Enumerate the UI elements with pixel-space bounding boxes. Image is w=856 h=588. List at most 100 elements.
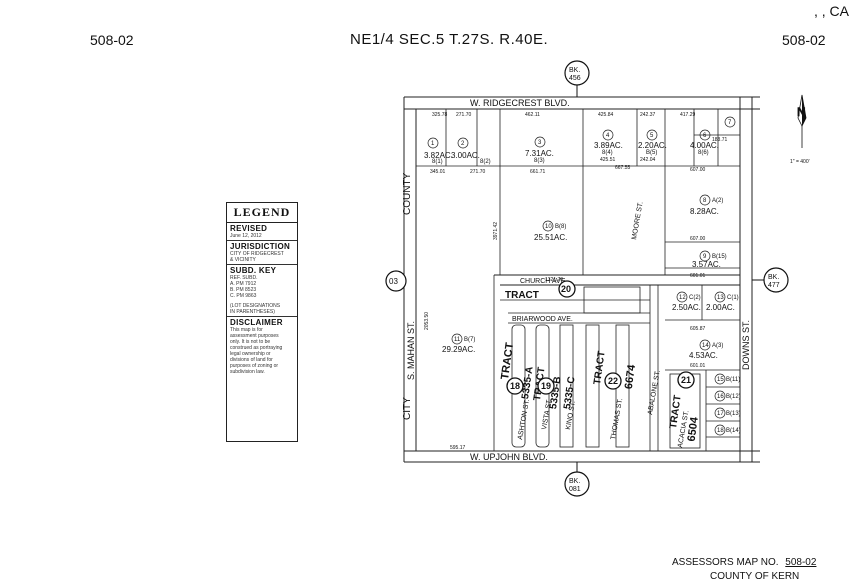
north-arrow-icon: N 1" = 400' (790, 94, 810, 165)
street-ridgecrest: W. RIDGECREST BLVD. (470, 98, 570, 108)
parcel-18: 18 B(14) (714, 424, 741, 436)
tract-label: TRACT (592, 350, 608, 385)
legend-jurisdiction-line: CITY OF RIDGECREST (230, 251, 284, 257)
dimension-label: 425.84 (598, 112, 614, 118)
legend-lot-line: IN PARENTHESES) (230, 309, 275, 315)
street-downs: DOWNS ST. (741, 320, 751, 370)
dimension-label: 595.17 (450, 445, 466, 451)
parcel-code: 8(4) (602, 150, 613, 156)
street-county: COUNTY (402, 172, 413, 215)
tract-label: TRACT (668, 394, 684, 429)
legend-subd-key: SUBD. KEY REF. SUBD. A. PM 7912 B. PM 85… (227, 265, 297, 317)
north-letter: N (797, 105, 806, 119)
parcel-code: 8(2) (480, 159, 491, 165)
parcel-8: 8 A(2) 8.28AC. (690, 194, 723, 216)
parcel-number: 3 (538, 140, 542, 146)
legend-subd-line: REF. SUBD. (230, 275, 258, 281)
book-ref-right: BK. 477 (752, 267, 789, 293)
dimension-label: 325.78 (432, 112, 448, 118)
parcel-number: 18 (717, 428, 724, 434)
street-church: CHURCH AVE. (520, 278, 567, 285)
book-ref-top: BK. 456 (564, 60, 590, 97)
parcel-area: 3.82AC. (424, 151, 453, 160)
parcel-code: C(1) (727, 295, 739, 301)
tract-circle-number: 22 (608, 376, 618, 386)
map-scale: 1" = 400' (790, 159, 810, 165)
map-title: NE1/4 SEC.5 T.27S. R.40E. (350, 31, 549, 48)
parcel-number: 9 (703, 254, 707, 260)
parcel-code: B(5) (646, 150, 657, 156)
legend-disclaimer-line: only. It is not to be (230, 339, 271, 345)
parcel-9: 9 B(15) 3.57AC. (692, 250, 727, 269)
legend-revised-heading: REVISED (230, 224, 268, 233)
legend-disclaimer: DISCLAIMER This map is for assessment pu… (227, 317, 297, 376)
parcel-area: 25.51AC. (534, 233, 567, 242)
dimension-label: 271.70 (456, 112, 472, 118)
dimension-label: 271.70 (470, 169, 486, 175)
dimension-label: 1321.70 (545, 277, 563, 283)
parcel-area: 8.28AC. (690, 207, 719, 216)
book-ref-label: BK. (569, 67, 580, 74)
legend-subd-line: A. PM 7912 (230, 281, 257, 287)
dimension-label: 667.55 (615, 165, 631, 171)
parcel-code: B(7) (464, 337, 475, 343)
parcel-area: 4.00AC. (690, 141, 719, 150)
parcel-number: 15 (717, 377, 724, 383)
parcel-area: 2.20AC. (638, 141, 667, 150)
tract-strip (559, 324, 574, 448)
tract-circle-19: 19 (537, 377, 555, 395)
dimension-label: 605.87 (690, 326, 706, 332)
parcel-2: 2 3.00AC. 8(2) (451, 137, 491, 165)
tract-circle-18: 18 (506, 377, 524, 395)
map-number-left: 508-02 (90, 32, 134, 48)
parcel-14: 14 A(3) 4.53AC. (689, 339, 723, 360)
street-moore: MOORE ST. (631, 201, 645, 240)
parcel-area: 3.00AC. (451, 151, 480, 160)
parcel-13: 13 C(1) 2.00AC. (706, 291, 739, 312)
parcel-number: 13 (717, 295, 724, 301)
parcel-number: 6 (703, 133, 707, 139)
tract-circle-20: 20 (558, 280, 576, 298)
parcel-code: B(15) (712, 254, 727, 260)
parcel-code: C(2) (689, 295, 701, 301)
parcel-7: 7 (724, 116, 736, 128)
legend-subd-heading: SUBD. KEY (230, 266, 277, 275)
book-ref-number: 081 (569, 486, 581, 493)
parcel-area: 3.57AC. (692, 260, 721, 269)
parcel-15: 15 B(11) (714, 373, 740, 385)
parcel-code: A(2) (712, 198, 723, 204)
dimension-label: 2053.50 (424, 312, 430, 330)
tract-circle-22: 22 (604, 372, 622, 390)
parcel-code: B(12) (726, 394, 741, 400)
legend-disclaimer-heading: DISCLAIMER (230, 318, 283, 327)
tract-number: 6504 (686, 415, 701, 442)
parcel-area: 29.29AC. (442, 345, 475, 354)
legend-disclaimer-line: assessment purposes (230, 333, 279, 339)
book-ref-bottom: BK. 081 (564, 462, 590, 497)
tract-5335c: 5335-C (562, 376, 577, 410)
parcel-11: 11 B(7) 29.29AC. (442, 333, 475, 354)
parcel-number: 2 (461, 141, 465, 147)
parcel-code: B(13) (726, 411, 741, 417)
book-ref-number: 477 (768, 282, 780, 289)
parcel-number: 1 (431, 141, 435, 147)
parcel-3: 3 7.31AC. 8(3) (525, 136, 554, 164)
dimension-label: 661.71 (530, 169, 546, 175)
parcel-code: B(8) (555, 224, 566, 230)
dimension-label: 601.01 (690, 363, 706, 369)
street-mahan: S. MAHAN ST. (406, 321, 416, 380)
tract-6504: TRACT 6504 (668, 394, 701, 442)
street-abalone: ABALONE ST. (647, 370, 662, 416)
parcel-number: 8 (703, 198, 707, 204)
tract-circle-number: 20 (561, 284, 571, 294)
legend-box: LEGEND REVISED June 12, 2012 JURISDICTIO… (226, 202, 298, 442)
dimension-label: 242.04 (640, 157, 656, 163)
legend-subd-line: B. PM 8523 (230, 287, 257, 293)
assessor-map-label: ASSESSORS MAP NO. 508-02 (672, 557, 816, 568)
tract-label: TRACT (505, 290, 539, 301)
dimension-label: 242.37 (640, 112, 656, 118)
tract-strip (585, 324, 600, 448)
dimension-label: 607.00 (690, 236, 706, 242)
tract-6674: TRACT 6674 (592, 350, 638, 390)
dimension-label: 417.29 (680, 112, 696, 118)
